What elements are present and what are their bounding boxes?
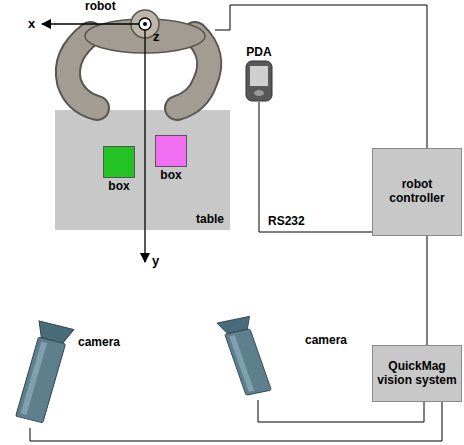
connector-wire [215,5,427,148]
box-square [155,135,187,167]
pda-illustration [243,60,275,102]
connector-wire [427,236,428,345]
camera-highlight [229,335,254,392]
camera-illustration [215,318,275,400]
node-label: camera [305,334,347,348]
node-label: table [196,213,224,227]
pda-button [254,90,264,96]
camera-figure: camera [8,322,72,428]
axis-label: x [28,17,35,30]
node-label: QuickMag vision system [377,360,457,388]
vision-system-box: QuickMag vision system [372,345,462,402]
node-label: PDA [243,46,275,60]
controller-box: robot controller [372,148,462,236]
connector-wire [258,400,424,422]
camera-body [225,329,272,395]
camera-body [16,337,66,423]
robot-figure: robot [55,0,215,118]
node-label: box [152,169,190,183]
magenta-box: box [152,135,190,185]
pda-body [246,61,272,101]
pda-screen [250,66,268,86]
camera-highlight [21,342,48,415]
table-surface: table boxbox [55,110,230,230]
signal-label: RS232 [266,215,307,229]
connector-wire [259,102,372,232]
node-label: robot [85,0,116,14]
green-box: box [100,146,138,196]
robot-illustration [55,0,215,118]
camera-illustration [8,322,72,428]
node-label: camera [78,336,120,350]
axis-label: z [153,30,160,43]
node-label: box [100,180,138,194]
axis-label: y [152,254,159,267]
box-square [103,146,135,178]
pda-device: PDA [243,46,275,102]
camera-figure: camera [215,318,275,400]
node-label: robot controller [377,178,457,206]
